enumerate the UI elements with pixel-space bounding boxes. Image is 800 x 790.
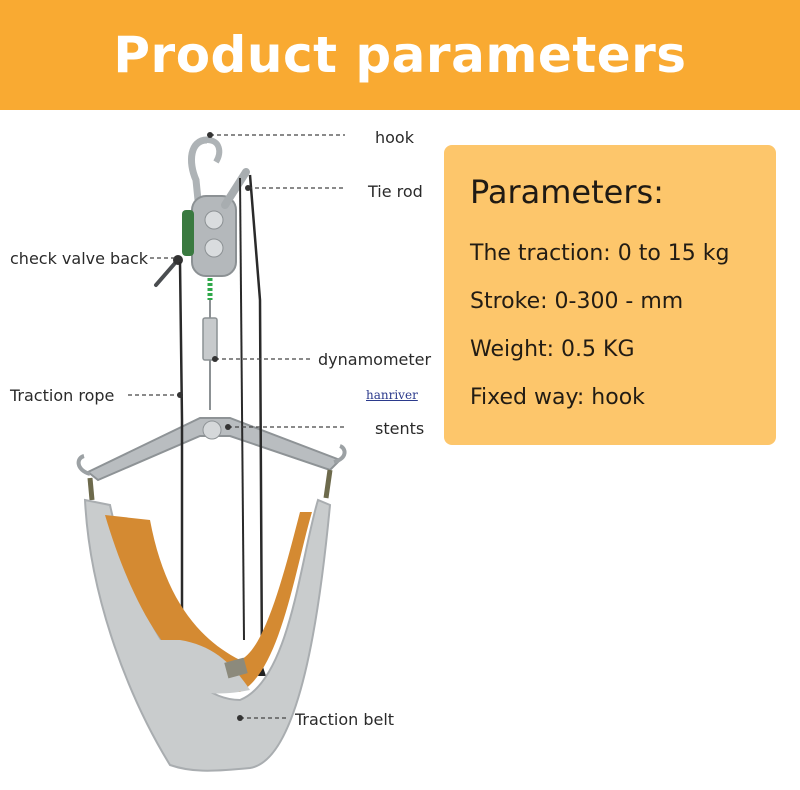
callout-hook: hook	[375, 128, 414, 147]
pulley-block	[191, 195, 237, 277]
callout-check-valve-back: check valve back	[10, 249, 149, 268]
parameters-card: Parameters: The traction: 0 to 15 kg Str…	[444, 145, 776, 445]
param-stroke: Stroke: 0-300 - mm	[470, 289, 684, 314]
callout-dynamometer: dynamometer	[318, 350, 432, 369]
header-banner: Product parameters	[0, 0, 800, 110]
dynamometer-shape	[202, 317, 218, 361]
callout-stents: stents	[375, 419, 425, 438]
traction-rope-right	[248, 174, 264, 673]
page-title: Product parameters	[113, 26, 687, 84]
parameters-title: Parameters:	[470, 173, 664, 211]
param-weight: Weight: 0.5 KG	[470, 337, 635, 362]
traction-device-illustration	[76, 132, 347, 772]
tie-rod-shape	[221, 168, 250, 209]
callout-traction-rope: Traction rope	[10, 386, 115, 405]
check-valve-lever	[154, 260, 178, 287]
param-traction: The traction: 0 to 15 kg	[470, 241, 730, 266]
param-fixed-way: Fixed way: hook	[470, 385, 645, 410]
traction-rope-left	[178, 261, 184, 630]
callout-tie-rod: Tie rod	[368, 182, 423, 201]
watermark-text: hanriver	[366, 388, 418, 402]
hook-shape	[187, 136, 208, 201]
callout-traction-belt: Traction belt	[295, 710, 395, 729]
